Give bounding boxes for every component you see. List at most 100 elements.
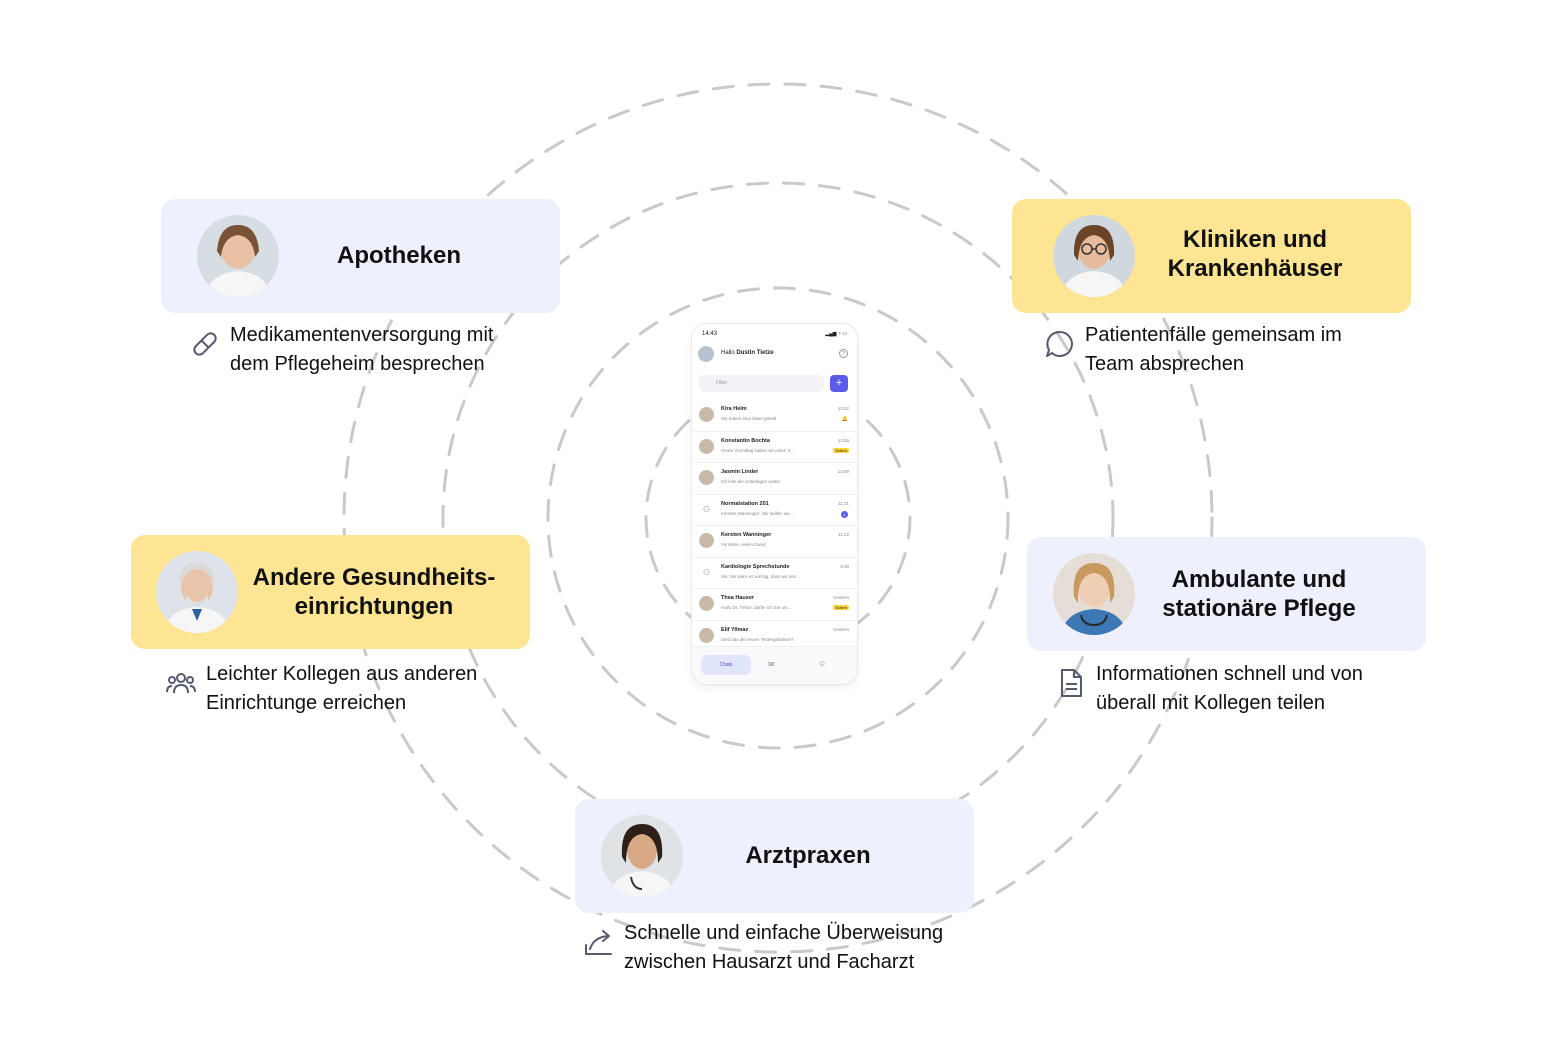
search-input[interactable]: Filter [699,375,824,392]
user-icon[interactable]: ☺ [818,659,827,668]
tab-chats[interactable]: Chats [701,655,751,675]
card-title: Andere Gesundheits-einrichtungen [245,563,503,621]
user-name: Dustin Tietze [736,350,774,356]
ring-outer [342,82,1214,954]
status-time: 14:43 [702,331,718,337]
avatar [699,470,714,485]
group-icon [166,673,196,694]
avatar [699,627,714,643]
ring-large [441,181,1115,855]
card-apotheken: Apotheken [161,199,560,313]
desc-line-1: Leichter Kollegen aus anderen [206,663,478,685]
card-andere: Andere Gesundheits-einrichtungen [131,535,530,649]
title-line-1: Andere Gesundheits- [252,564,496,591]
avatar-gp-doctor [601,815,683,897]
card-title: Apotheken [336,242,461,269]
card-title: Arztpraxen [745,842,871,869]
ring-mid [546,286,1010,750]
desc-line-2: überall mit Kollegen teilen [1096,692,1326,714]
desc-line-2: dem Pflegeheim besprechen [230,353,485,375]
chat-preview: Heute Vormittag haben wir einen V... [721,447,794,453]
avatar[interactable] [698,346,714,362]
group-icon: ⚇ [702,504,711,514]
chat-time: 13:52 [837,406,849,411]
pill-icon [193,332,217,356]
chat-preview: Kersten Wanninger: Wir wollen wir... [721,510,794,516]
desc-line-1: Patientenfälle gemeinsam im [1085,324,1342,346]
chat-time: 11:22 [838,532,849,537]
desc-apotheken: Medikamentenversorgung mit dem Pflegeheim… [188,321,493,379]
unread-count: 1 [841,510,848,518]
chat-name: Jasmin Linder [721,469,759,475]
share-icon [585,930,612,955]
avatar [699,533,714,548]
card-arztpraxen: Arztpraxen [575,799,974,913]
title-line-2: stationäre Pflege [1162,595,1356,622]
title-line-2: Krankenhäuser [1167,255,1343,282]
chat-name: Konstantin Bochta [721,437,770,444]
avatar [699,596,714,611]
avatar [699,438,714,454]
chat-preview: Ich leite die Unterlagen weiter [721,479,781,484]
chat-name: Kardiologie Sprechstunde [721,563,790,570]
greeting: Hallo Dustin Tietze [721,350,774,356]
signal-battery-icon: ▂▄▆ ◔ ▭ [825,331,847,337]
chat-time: Gestern [832,626,849,632]
desc-line-2: Team absprechen [1085,353,1244,375]
chat-time: 9:30 [840,563,849,569]
desc-line-1: Medikamentenversorgung mit [230,324,494,346]
title-line-2: einrichtungen [294,593,454,620]
desc-pflege: Informationen schnell und von überall mit… [1054,660,1363,718]
group-icon: ⚇ [702,567,711,577]
title-line-1: Kliniken und [1183,226,1327,253]
desc-line-1: Informationen schnell und von [1096,663,1363,685]
chat-preview: Hallo Dr. Tietze, dürfte ich Sie um... [721,605,792,610]
chat-preview: Sie: Mir wäre es wichtig, dass wir uns..… [721,573,800,579]
tab-bar: Chats ✉ ☺ [692,646,857,684]
chat-name: Normalstation 201 [721,500,769,507]
status-badge: Extern [833,605,849,610]
avatar-pharmacist [197,215,279,297]
mail-icon[interactable]: ✉ [768,660,775,669]
chat-time: Gestern [832,595,849,600]
chat-preview: Sie haben eine Datei geteilt [721,416,777,421]
chat-preview: Vorstehe, vielen Dank! [721,542,767,547]
add-chat-button[interactable]: + [830,375,848,392]
chat-preview: Sind das die neuen Testergebnisse? [721,636,794,642]
desc-arztpraxen: Schnelle und einfache Überweisung zwische… [582,919,943,977]
desc-line-2: Einrichtunge erreichen [206,692,407,714]
title-line-1: Ambulante und [1171,566,1347,593]
greeting-text: Hallo [721,350,735,356]
avatar-clinic-doctor [1053,215,1135,297]
avatar-nurse [1053,553,1135,635]
chat-name: Elif Yilmaz [721,626,749,633]
avatar-senior-doctor [156,551,238,633]
desc-line-1: Schnelle und einfache Überweisung [624,922,944,944]
desc-kliniken: Patientenfälle gemeinsam im Team absprech… [1043,321,1342,379]
chat-name: Thea Hauser [721,595,755,601]
phone-mockup: 14:43 ▂▄▆ ◔ ▭ Hallo Dustin Tietze ? Filt… [692,324,857,684]
chat-name: Kersten Wanninger [721,532,772,538]
chat-bubble-icon [1046,330,1073,357]
chat-time: 12:59 [837,469,849,474]
avatar [699,407,714,422]
bell-icon: 🔔 [841,416,848,422]
chat-time: 13:46 [837,437,849,443]
desc-line-2: zwischen Hausarzt und Facharzt [624,951,915,973]
help-icon[interactable]: ? [839,349,848,358]
chat-name: Kira Helm [721,406,747,412]
chat-time: 11:31 [838,500,849,506]
